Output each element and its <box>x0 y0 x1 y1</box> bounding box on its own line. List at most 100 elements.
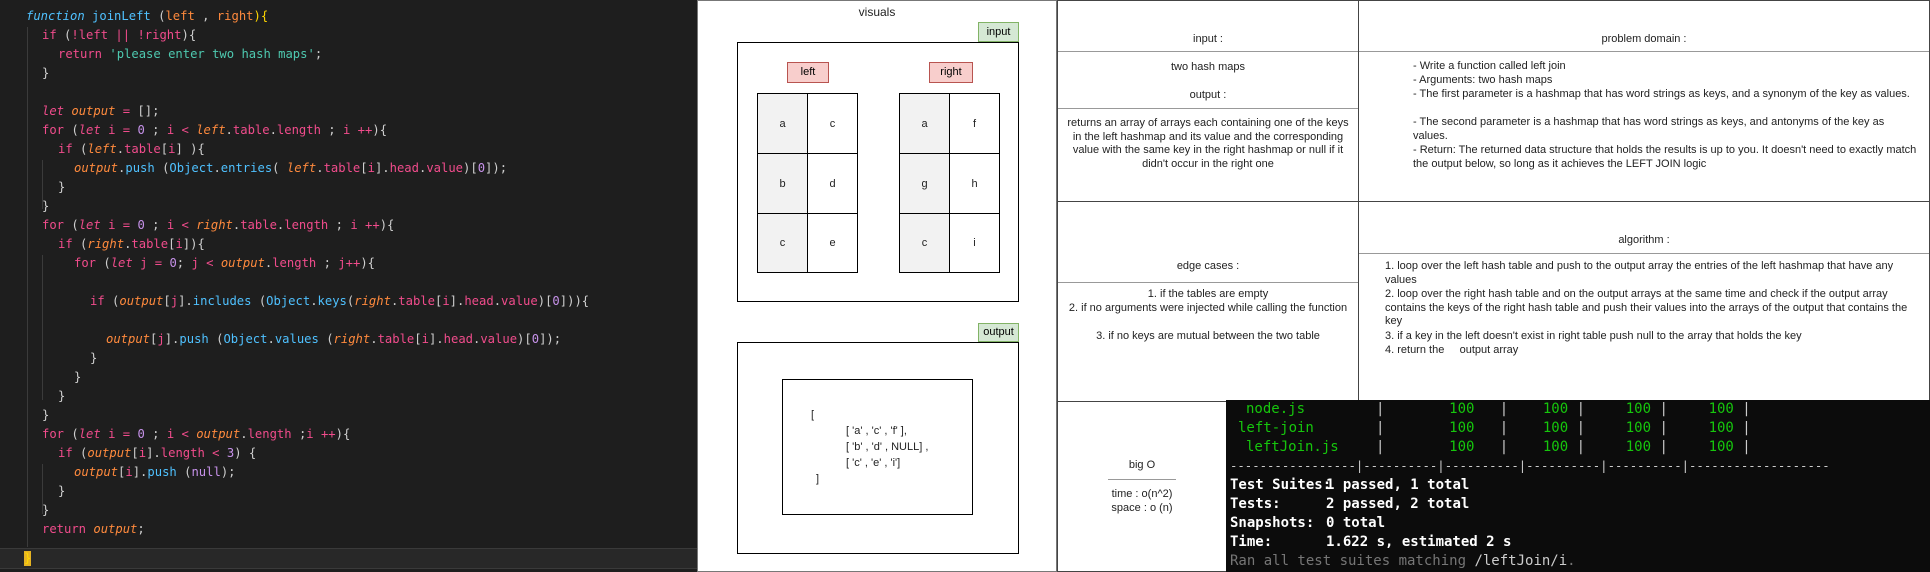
left-value-cell: c <box>807 93 858 154</box>
code-line: } <box>58 180 66 194</box>
output-box <box>782 379 973 515</box>
ran-line: Ran all test suites matching /leftJoin/i… <box>1230 553 1576 569</box>
input-frame <box>737 42 1019 302</box>
indent-guide <box>42 160 43 209</box>
coverage-separator: -----------------|----------|----------|… <box>1230 459 1830 473</box>
code-line: for (let i = 0 ; i < right.table.length … <box>42 218 395 232</box>
code-line: for (let j = 0; j < output.length ; j++)… <box>74 256 375 270</box>
algorithm-panel: algorithm : 1. loop over the left hash t… <box>1358 201 1930 402</box>
output-line: [ 'a' , 'c' , 'f' ], <box>846 425 907 437</box>
big-o-heading: big O <box>1128 459 1156 471</box>
right-key-cell: a <box>899 93 950 154</box>
output-line: [ 'b' , 'd' , NULL] , <box>846 441 929 453</box>
input-output-panel: input : two hash maps output : returns a… <box>1057 0 1359 202</box>
right-key-cell: c <box>899 213 950 273</box>
edge-cases-heading: edge cases : <box>1176 260 1240 272</box>
edge-cases-panel: edge cases : 1. if the tables are empty … <box>1057 201 1359 402</box>
divider <box>1359 253 1929 254</box>
input-value: two hash maps <box>1171 61 1245 73</box>
snapshots-line: Snapshots:0 total <box>1230 515 1386 531</box>
right-value-cell: f <box>949 93 1000 154</box>
divider <box>1058 282 1358 283</box>
time-complexity: time : o(n^2) <box>1111 488 1173 500</box>
algorithm-step: 4. return the output array <box>1385 344 1519 356</box>
code-line: if (!left || !right){ <box>42 28 197 42</box>
right-key-cell: g <box>899 153 950 214</box>
algorithm-step: 2. loop over the right hash table and on… <box>1385 288 1908 327</box>
code-line: if (right.table[i]){ <box>58 237 205 251</box>
code-line: } <box>58 484 66 498</box>
code-line: output.push (Object.entries( left.table[… <box>74 161 508 175</box>
code-line: } <box>42 66 50 80</box>
right-value-cell: h <box>949 153 1000 214</box>
code-line: output[i].push (null); <box>74 465 236 479</box>
test-suites-line: Test Suites:1 passed, 1 total <box>1230 477 1470 493</box>
edge-case-item: 1. if the tables are empty <box>1147 288 1269 300</box>
divider <box>1058 108 1358 109</box>
coverage-row: node.js|100 |100 |100 |100 | <box>1246 401 1751 417</box>
problem-item: - Arguments: two hash maps <box>1413 74 1553 86</box>
output-line: [ 'c' , 'e' , 'i'] <box>846 457 901 469</box>
problem-item: - The first parameter is a hashmap that … <box>1413 88 1910 100</box>
code-line: return 'please enter two hash maps'; <box>58 47 323 61</box>
code-line: for (let i = 0 ; i < output.length ;i ++… <box>42 427 351 441</box>
code-line: if (output[j].includes (Object.keys(righ… <box>90 294 590 308</box>
algorithm-step: 3. if a key in the left doesn't exist in… <box>1385 330 1802 342</box>
code-line: return output; <box>42 522 145 536</box>
code-line-current: } <box>0 548 697 569</box>
text-cursor <box>24 551 31 566</box>
output-frame <box>737 342 1019 554</box>
code-line: for (let i = 0 ; i < left.table.length ;… <box>42 123 388 137</box>
problem-domain-panel: problem domain : - Write a function call… <box>1358 0 1930 202</box>
edge-case-item: 3. if no keys are mutual between the two… <box>1096 330 1320 342</box>
code-line: } <box>42 199 50 213</box>
big-o-panel: big O time : o(n^2) space : o (n) <box>1057 401 1227 572</box>
left-key-cell: c <box>757 213 808 273</box>
output-line: [ <box>811 409 815 421</box>
problem-item: - Write a function called left join <box>1413 60 1566 72</box>
output-heading: output : <box>1189 89 1227 101</box>
problem-item: - The second parameter is a hashmap that… <box>1413 116 1885 142</box>
left-key-cell: b <box>757 153 808 214</box>
algorithm-heading: algorithm : <box>1618 234 1670 246</box>
output-line: ] <box>816 473 820 485</box>
coverage-row: leftJoin.js|100 |100 |100 |100 | <box>1246 439 1751 455</box>
code-line: let output = []; <box>42 104 160 118</box>
indent-guide <box>42 464 43 514</box>
input-tag: input <box>978 22 1019 42</box>
right-value-cell: i <box>949 213 1000 273</box>
problem-item: - Return: The returned data structure th… <box>1413 144 1917 170</box>
code-line: } <box>58 389 66 403</box>
visuals-panel: visuals input left right a c b d c e a f… <box>697 0 1057 572</box>
divider <box>1058 51 1358 52</box>
output-description: returns an array of arrays each containi… <box>1067 117 1349 170</box>
input-heading: input : <box>1193 33 1223 45</box>
code-line: if (left.table[i] ){ <box>58 142 205 156</box>
code-line: } <box>74 370 82 384</box>
divider <box>1108 479 1176 480</box>
left-key-cell: a <box>757 93 808 154</box>
code-line: } <box>90 351 98 365</box>
edge-case-item: 2. if no arguments were injected while c… <box>1068 302 1348 314</box>
indent-guide <box>27 27 28 547</box>
right-label: right <box>929 62 973 83</box>
output-tag: output <box>978 323 1019 342</box>
code-editor[interactable]: function joinLeft (left , right){ if (!l… <box>0 0 697 572</box>
left-value-cell: d <box>807 153 858 214</box>
code-line: output[j].push (Object.values (right.tab… <box>106 332 562 346</box>
visuals-title: visuals <box>858 5 896 19</box>
time-line: Time:1.622 s, estimated 2 s <box>1230 534 1512 550</box>
coverage-row: left-join|100 |100 |100 |100 | <box>1238 420 1751 436</box>
algorithm-step: 1. loop over the left hash table and pus… <box>1385 260 1894 286</box>
problem-domain-heading: problem domain : <box>1601 33 1687 45</box>
space-complexity: space : o (n) <box>1111 502 1173 514</box>
divider <box>1359 51 1929 52</box>
tests-line: Tests:2 passed, 2 total <box>1230 496 1470 512</box>
left-label: left <box>787 62 829 83</box>
left-value-cell: e <box>807 213 858 273</box>
code-line: if (output[i].length < 3) { <box>58 446 257 460</box>
indent-guide <box>42 255 43 400</box>
code-line: function joinLeft (left , right){ <box>26 9 269 23</box>
code-line: } <box>42 408 50 422</box>
terminal[interactable]: node.js|100 |100 |100 |100 | left-join|1… <box>1226 400 1930 572</box>
